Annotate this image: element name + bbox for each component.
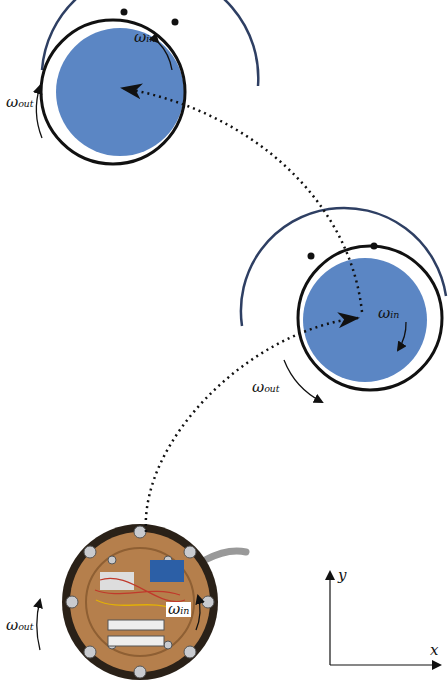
angular-velocity-label: ωₒᵤₜ — [252, 380, 280, 395]
angular-velocity-label: ωᵢₙ — [378, 306, 399, 321]
axis-label: y — [338, 568, 346, 583]
angular-velocity-label: ωₒᵤₜ — [6, 618, 34, 633]
angular-velocity-label: ωᵢₙ — [134, 30, 155, 45]
angular-velocity-label: ωₒᵤₜ — [6, 95, 34, 110]
angular-velocity-label: ωᵢₙ — [166, 602, 191, 617]
axis-label: x — [430, 643, 438, 658]
